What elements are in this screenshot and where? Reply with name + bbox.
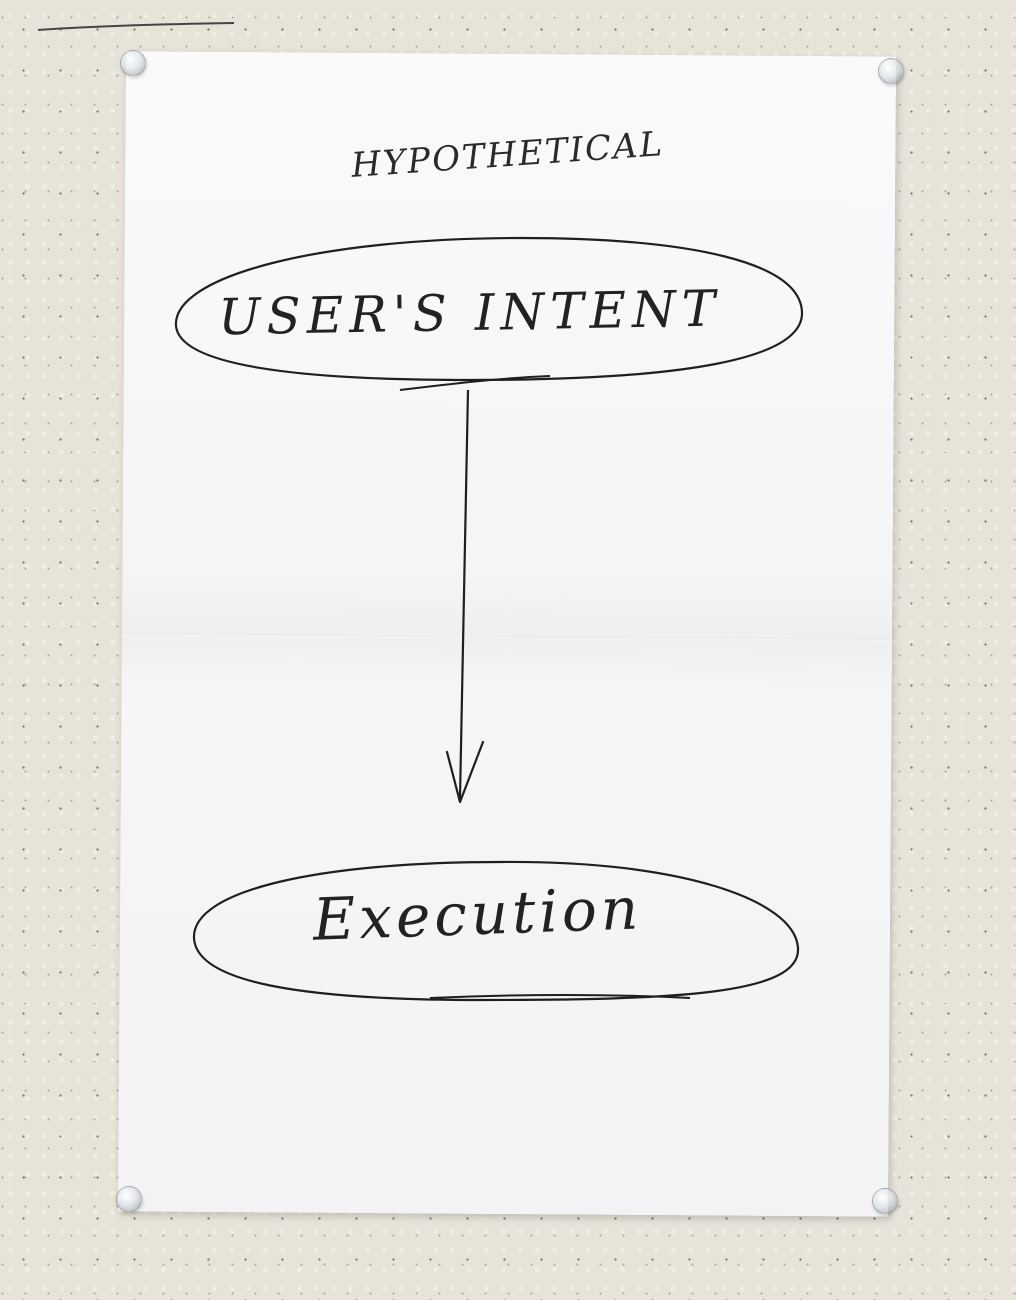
- wall-pencil-mark: [37, 22, 235, 31]
- node-users-intent: USER'S INTENT: [174, 236, 804, 391]
- node-execution-ellipse: [192, 860, 800, 1002]
- pushpin-bottom-right-icon: [872, 1188, 898, 1214]
- node-execution-label: Execution: [311, 874, 644, 953]
- pushpin-top-right-icon: [878, 58, 904, 84]
- diagram-title: HYPOTHETICAL: [349, 124, 665, 186]
- node-execution: Execution: [192, 860, 800, 1002]
- pushpin-top-left-icon: [120, 50, 146, 76]
- pushpin-bottom-left-icon: [116, 1186, 142, 1212]
- node-users-intent-ellipse: [174, 236, 804, 382]
- arrow-intent-to-execution: [445, 389, 485, 804]
- node-users-intent-label: USER'S INTENT: [218, 280, 722, 347]
- arrowhead-icon: [445, 740, 485, 804]
- arrow-line: [458, 389, 470, 799]
